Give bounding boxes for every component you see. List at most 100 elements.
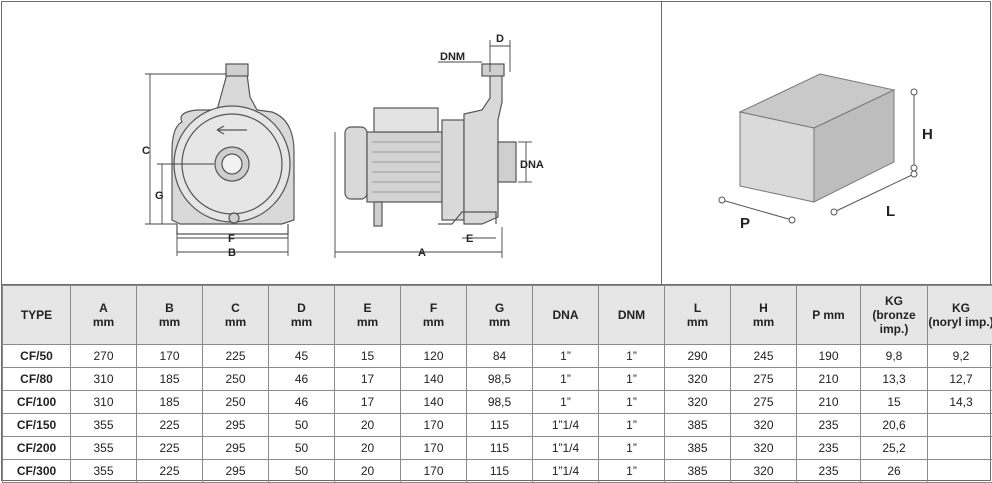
- table-cell-type: CF/200: [3, 437, 71, 460]
- column-header: P mm: [797, 286, 861, 345]
- column-header-name: B: [137, 301, 202, 315]
- column-header-unit: mm: [401, 315, 466, 329]
- table-cell: [928, 437, 992, 460]
- table-cell: 1”: [533, 368, 599, 391]
- table-cell: 250: [203, 368, 269, 391]
- table-cell: 170: [137, 345, 203, 368]
- packaging-box-drawing: H L P: [662, 2, 990, 284]
- box-label-l: L: [886, 203, 895, 220]
- table-cell: 115: [467, 437, 533, 460]
- column-header-unit: mm: [335, 315, 400, 329]
- table-cell: [928, 460, 992, 483]
- table-cell: 235: [797, 460, 861, 483]
- column-header: KG(noryl imp.): [928, 286, 992, 345]
- table-cell: 190: [797, 345, 861, 368]
- table-cell: 50: [269, 414, 335, 437]
- column-header-name: KG: [861, 294, 927, 308]
- table-cell: 235: [797, 437, 861, 460]
- pump-drawing-svg: C G F B D DNM DNA E A: [2, 2, 660, 284]
- table-cell: 170: [401, 437, 467, 460]
- table-cell: 320: [731, 414, 797, 437]
- table-cell: 45: [269, 345, 335, 368]
- column-header-name: E: [335, 301, 400, 315]
- table-cell: 140: [401, 391, 467, 414]
- table-cell-type: CF/50: [3, 345, 71, 368]
- table-cell: 295: [203, 414, 269, 437]
- table-cell: 275: [731, 391, 797, 414]
- dim-label-b: B: [228, 247, 236, 259]
- table-cell: 185: [137, 391, 203, 414]
- dim-label-d: D: [496, 33, 504, 45]
- column-header-unit: (noryl imp.): [928, 315, 992, 329]
- table-cell: 1”: [533, 345, 599, 368]
- box-label-p: P: [740, 215, 750, 232]
- table-cell: 84: [467, 345, 533, 368]
- table-cell: 320: [665, 368, 731, 391]
- table-cell: 225: [137, 414, 203, 437]
- table-cell: 235: [797, 414, 861, 437]
- table-cell: 14,3: [928, 391, 992, 414]
- column-header-name: DNA: [533, 308, 598, 322]
- dim-label-dnm: DNM: [440, 51, 465, 63]
- table-cell: 115: [467, 414, 533, 437]
- column-header: DNM: [599, 286, 665, 345]
- table-cell-type: CF/80: [3, 368, 71, 391]
- column-header-name: P mm: [797, 308, 860, 322]
- table-cell: 320: [731, 460, 797, 483]
- table-cell: 310: [71, 391, 137, 414]
- column-header-unit: mm: [71, 315, 136, 329]
- table-cell: 9,8: [861, 345, 928, 368]
- dim-label-dna: DNA: [520, 159, 544, 171]
- table-cell: 20: [335, 460, 401, 483]
- table-cell: 9,2: [928, 345, 992, 368]
- table-cell: 1”: [599, 345, 665, 368]
- column-header-unit: mm: [203, 315, 268, 329]
- column-header-unit: (bronze imp.): [861, 308, 927, 336]
- table-cell: 98,5: [467, 391, 533, 414]
- table-cell: 120: [401, 345, 467, 368]
- box-drawing-svg: H L P: [662, 2, 990, 284]
- table-cell: 1”: [599, 414, 665, 437]
- table-cell: 290: [665, 345, 731, 368]
- pump-dimension-drawing: C G F B D DNM DNA E A: [2, 2, 662, 284]
- table-cell: 185: [137, 368, 203, 391]
- column-header-name: TYPE: [3, 308, 70, 322]
- table-cell: 26: [861, 460, 928, 483]
- table-cell: 1”1/4: [533, 460, 599, 483]
- table-cell: 275: [731, 368, 797, 391]
- table-cell: 50: [269, 460, 335, 483]
- table-cell: 1”1/4: [533, 414, 599, 437]
- column-header-unit: mm: [665, 315, 730, 329]
- table-cell: 25,2: [861, 437, 928, 460]
- table-cell: 13,3: [861, 368, 928, 391]
- table-cell: [928, 414, 992, 437]
- table-cell: 1”: [599, 460, 665, 483]
- table-cell: 250: [203, 391, 269, 414]
- table-cell: 50: [269, 437, 335, 460]
- dim-label-a: A: [418, 247, 426, 259]
- box-label-h: H: [922, 126, 933, 143]
- column-header-name: DNM: [599, 308, 664, 322]
- table-cell: 320: [665, 391, 731, 414]
- column-header-unit: mm: [467, 315, 532, 329]
- dim-label-e: E: [466, 233, 473, 245]
- table-cell: 170: [401, 460, 467, 483]
- table-cell: 15: [335, 345, 401, 368]
- table-cell: 20: [335, 437, 401, 460]
- table-cell: 225: [137, 460, 203, 483]
- table-cell-type: CF/300: [3, 460, 71, 483]
- table-cell: 20: [335, 414, 401, 437]
